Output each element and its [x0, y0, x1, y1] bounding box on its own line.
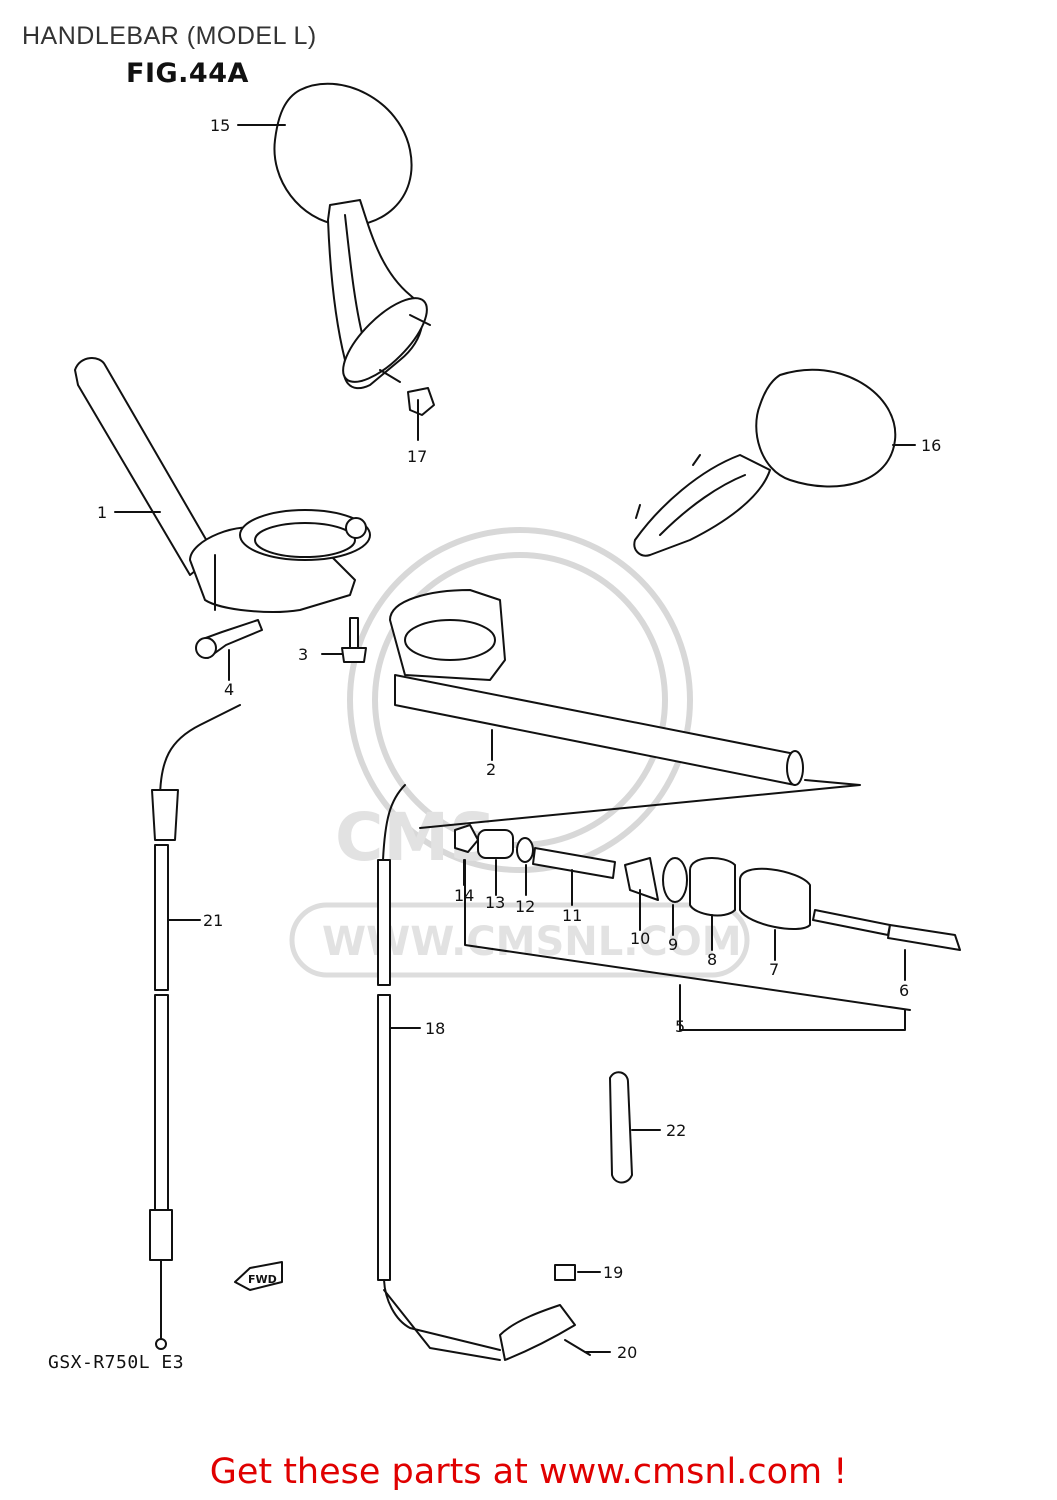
model-code: GSX-R750L E3 [48, 1352, 185, 1373]
callout-22: 22 [666, 1121, 686, 1140]
screw-small [554, 1264, 576, 1281]
handlebar-right [389, 589, 861, 829]
callout-9: 9 [668, 935, 678, 954]
callout-4: 4 [224, 680, 234, 699]
footer-link[interactable]: Get these parts at www.cmsnl.com ! [209, 1452, 848, 1492]
callout-21: 21 [203, 911, 223, 930]
callout-20: 20 [617, 1343, 637, 1362]
callout-5: 5 [675, 1017, 685, 1036]
callout-12: 12 [515, 897, 535, 916]
callout-18: 18 [425, 1019, 445, 1038]
throttle-cable-left [149, 704, 241, 1350]
mirror-left [273, 82, 431, 390]
callout-14: 14 [454, 886, 474, 905]
callout-10: 10 [630, 929, 650, 948]
mirror-screw [407, 387, 435, 416]
bolt-left [195, 619, 263, 659]
fwd-arrow: FWD [234, 1261, 283, 1291]
callout-17: 17 [407, 447, 427, 466]
cable-clamp [609, 1071, 633, 1184]
throttle-cable-right [377, 784, 576, 1361]
callout-11: 11 [562, 906, 582, 925]
mirror-right [633, 368, 897, 557]
fwd-label: FWD [248, 1273, 277, 1286]
callout-19: 19 [603, 1263, 623, 1282]
callout-3: 3 [298, 645, 308, 664]
callout-13: 13 [485, 893, 505, 912]
leader-lines [114, 124, 916, 1353]
callout-1: 1 [97, 503, 107, 522]
handlebar-left [74, 357, 371, 613]
callout-6: 6 [899, 981, 909, 1000]
bar-end-assembly [454, 824, 961, 1031]
watermark-url: WWW.CMSNL.COM [322, 919, 742, 965]
figure-number: FIG.44A [126, 58, 249, 89]
part-callouts: 15 17 16 1 3 4 2 14 13 12 11 10 9 8 7 6 … [97, 116, 941, 1362]
callout-2: 2 [486, 760, 496, 779]
callout-7: 7 [769, 960, 779, 979]
callout-15: 15 [210, 116, 230, 135]
callout-8: 8 [707, 950, 717, 969]
page-title: HANDLEBAR (MODEL L) [22, 22, 317, 50]
bolt-right [341, 617, 367, 663]
callout-16: 16 [921, 436, 941, 455]
